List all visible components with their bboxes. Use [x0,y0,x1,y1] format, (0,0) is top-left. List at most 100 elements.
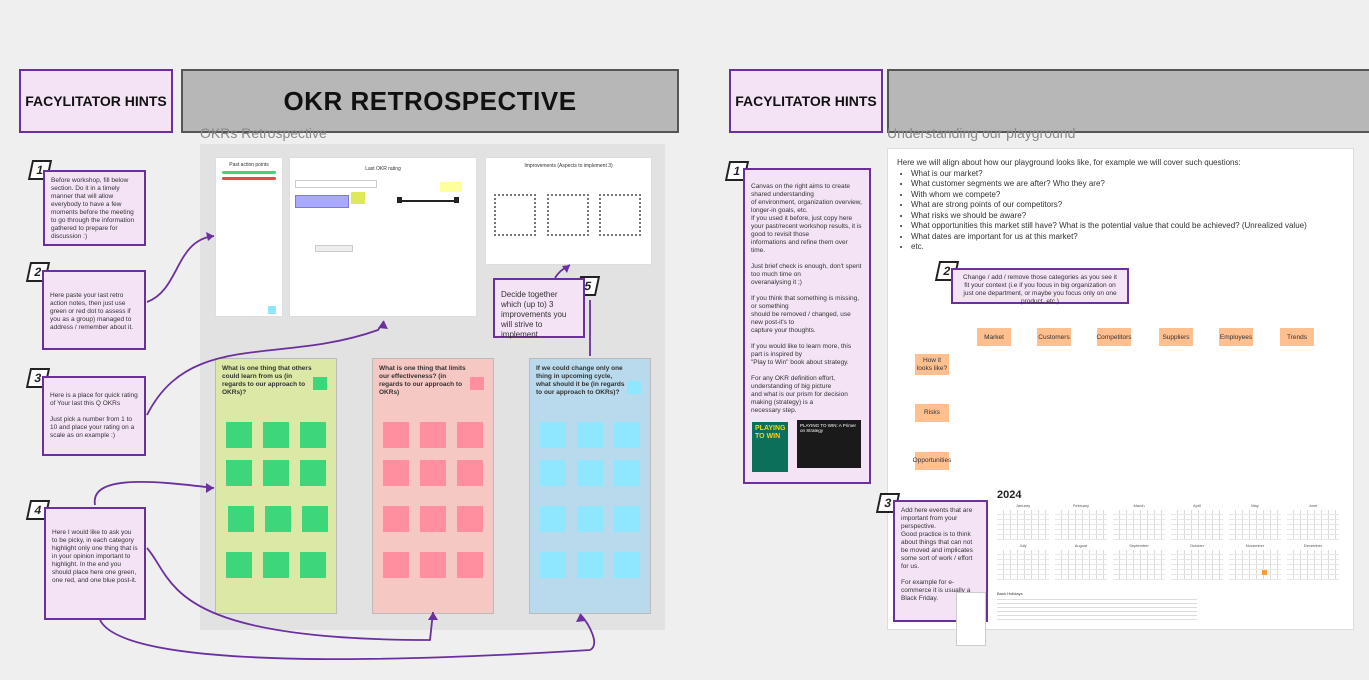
month-days-grid [1171,550,1223,580]
sticky-note[interactable] [263,552,289,578]
month-label: June [1308,503,1318,508]
sticky-note[interactable] [457,506,483,532]
rating-title: Last OKR rating [365,166,401,172]
month-label: March [1133,503,1145,508]
category-market[interactable]: Market [977,328,1011,346]
category-suppliers[interactable]: Suppliers [1159,328,1193,346]
sticky-note[interactable] [383,460,409,486]
calendar-month: September [1113,543,1165,583]
sticky-note[interactable] [300,460,326,486]
sticky-note[interactable] [540,552,566,578]
row-opportunities[interactable]: Opportunities [913,452,951,470]
sticky-note[interactable] [457,552,483,578]
calendar-marker [1262,570,1267,575]
column-change-one-thing[interactable]: If we could change only one thing in upc… [529,358,651,614]
category-trends[interactable]: Trends [1280,328,1314,346]
bank-holidays-label: Bank Holidays [997,591,1023,596]
sticky-note[interactable] [300,422,326,448]
month-label: January [1015,503,1031,508]
past-action-points-card[interactable]: Past action points [215,157,283,317]
sticky-note[interactable] [614,506,640,532]
sticky-note[interactable] [420,506,446,532]
improvement-slot-2[interactable] [547,194,589,236]
arrow-note-4-mid [146,547,434,641]
mini-sticky[interactable] [268,306,276,314]
column-header-sticky[interactable] [470,377,484,390]
arrow-note-3 [146,320,385,416]
rating-label-sticky[interactable] [295,195,349,208]
calendar-year: 2024 [997,489,1022,501]
questions-intro: Here we will align about how our playgro… [897,158,1241,167]
calendar-month: May [1229,503,1281,543]
category-customers[interactable]: Customers [1037,328,1071,346]
calendar-month: November [1229,543,1281,583]
sticky-note[interactable] [302,506,328,532]
sticky-note[interactable] [383,552,409,578]
improvement-slot-3[interactable] [599,194,641,236]
month-label: July [1019,543,1027,548]
sticky-note[interactable] [457,460,483,486]
sticky-note[interactable] [228,506,254,532]
sticky-note[interactable] [577,422,603,448]
hint-header-text: FACYLITATOR HINTS [25,93,167,109]
sticky-note[interactable] [577,460,603,486]
scale-right-handle[interactable] [454,197,459,203]
arrow-note-2 [146,235,215,303]
frame-label-playground: Understanding our playground [887,125,1076,141]
month-label: October [1189,543,1205,548]
sticky-note[interactable] [265,506,291,532]
banner-title: OKR RETROSPECTIVE [283,85,577,116]
month-label: May [1251,503,1259,508]
month-days-grid [1055,550,1107,580]
rating-note[interactable] [440,182,462,192]
improvements-card[interactable]: Improvements (Aspects to implement 3) [485,157,652,265]
sticky-note[interactable] [577,552,603,578]
month-days-grid [1287,510,1339,540]
sticky-note[interactable] [263,460,289,486]
question-item: What dates are important for us at this … [911,232,1347,243]
sticky-note[interactable] [614,552,640,578]
okr-rating-card[interactable]: Last OKR rating [289,157,477,317]
column-title: What is one thing that limits our effect… [379,365,466,396]
playing-to-win-book-cover[interactable]: PLAYING TO WIN [752,422,788,472]
sticky-note[interactable] [383,422,409,448]
column-header-sticky[interactable] [627,381,641,394]
column-header-sticky[interactable] [313,377,327,390]
hint-note-1: Before workshop, fill below section. Do … [43,170,146,246]
row-risks[interactable]: Risks [915,404,949,422]
document-thumbnail[interactable] [956,592,986,646]
sticky-note[interactable] [457,422,483,448]
sticky-note[interactable] [226,460,252,486]
sticky-note[interactable] [420,422,446,448]
sticky-note[interactable] [614,460,640,486]
frame-label-okrs: OKRs Retrospective [200,125,327,141]
strategy-video-thumbnail[interactable]: PLAYING TO WIN: A Primer on Strategy [797,420,861,468]
column-limits-effectiveness[interactable]: What is one thing that limits our effect… [372,358,494,614]
sticky-note[interactable] [383,506,409,532]
category-competitors[interactable]: Competitors [1096,328,1132,346]
sticky-note[interactable] [420,460,446,486]
sticky-note[interactable] [420,552,446,578]
month-days-grid [1113,550,1165,580]
hint-note-text: Canvas on the right aims to create share… [751,183,862,414]
sticky-note[interactable] [300,552,326,578]
month-days-grid [1229,550,1281,580]
sticky-note[interactable] [226,422,252,448]
row-how-it-looks[interactable]: How it looks like? [915,354,949,375]
calendar-month: April [1171,503,1223,543]
scale-left-handle[interactable] [397,197,402,203]
sticky-note[interactable] [540,460,566,486]
column-learn-from-us[interactable]: What is one thing that others could lear… [215,358,337,614]
sticky-note[interactable] [263,422,289,448]
video-title: PLAYING TO WIN: A Primer on Strategy [800,423,857,433]
rating-yellow-sticky[interactable] [351,192,365,204]
column-title: If we could change only one thing in upc… [536,365,625,396]
improvement-slot-1[interactable] [494,194,536,236]
sticky-note[interactable] [577,506,603,532]
category-employees[interactable]: Employees [1219,328,1253,346]
sticky-note[interactable] [540,422,566,448]
sticky-note[interactable] [226,552,252,578]
sticky-note[interactable] [540,506,566,532]
sticky-note[interactable] [614,422,640,448]
